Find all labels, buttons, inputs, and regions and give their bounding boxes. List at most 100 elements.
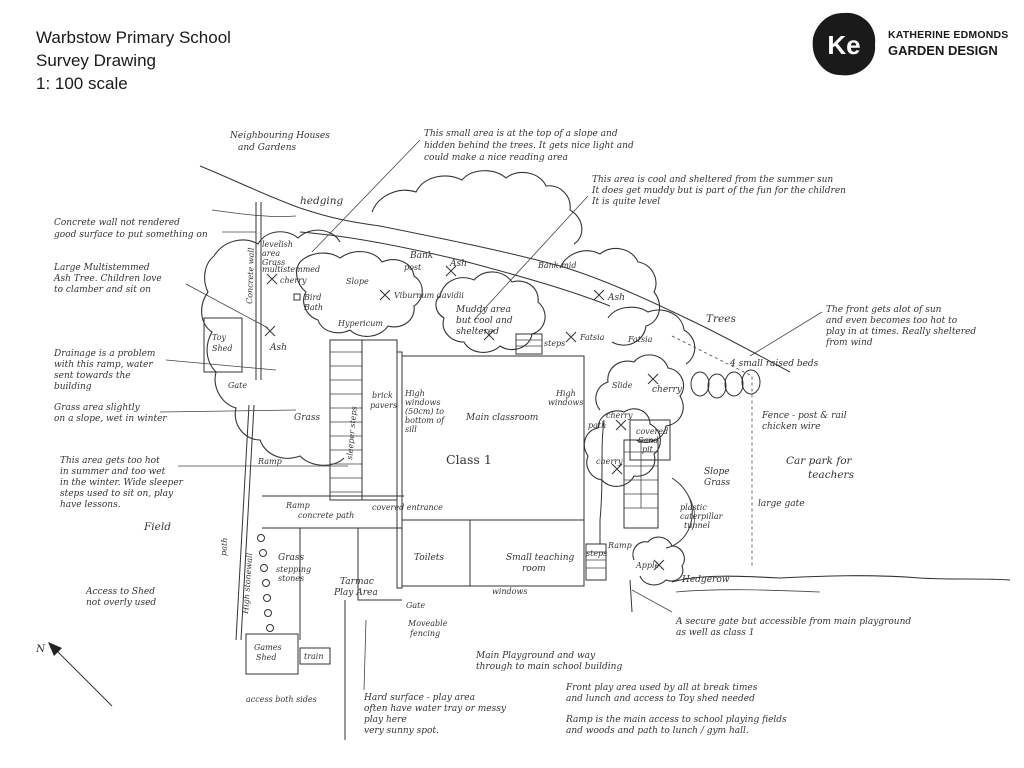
leader-lines [159, 139, 823, 691]
label-grass-lower: Grass [278, 553, 304, 563]
label-brick-1: brick [372, 391, 393, 400]
label-brick-2: pavers [370, 401, 397, 410]
label-hot-area-4: steps used to sit on, play [60, 489, 174, 499]
tree-marker-fatsia [565, 331, 577, 343]
label-car-park-2: teachers [808, 469, 855, 481]
label-shed-access-2: not overly used [86, 598, 156, 608]
label-cool-note-1: This area is cool and sheltered from the… [592, 175, 833, 185]
label-levelish-1: levelish [262, 240, 293, 249]
annotation-text: Neighbouring Houses and Gardens hedging … [53, 129, 976, 736]
label-small-teaching-1: Small teaching [506, 553, 575, 563]
tree-marker-cherry [266, 273, 278, 285]
concrete-path [262, 495, 404, 529]
tree-marker-cherry-upper [647, 373, 659, 385]
label-fence-1: Fence - post & rail [761, 411, 847, 421]
label-toy-1: Toy [212, 333, 227, 342]
label-top-note-1: This small area is at the top of a slope… [424, 129, 618, 139]
label-toy-2: Shed [212, 344, 233, 353]
label-ramp-access-1: Ramp is the main access to school playin… [565, 715, 787, 725]
label-steps-top: steps [544, 339, 565, 348]
tree-canopy-levelish [296, 251, 423, 337]
tree-canopy-cherry-lower [583, 408, 661, 487]
train [299, 647, 331, 665]
raised-bed-1 [690, 371, 710, 397]
label-top-note-2: hidden behind the trees. It gets nice li… [424, 141, 634, 151]
tarmac-edges [299, 528, 402, 640]
label-apple: Apple [635, 561, 660, 570]
hedging-line [211, 209, 297, 217]
label-slide: Slide [612, 381, 633, 390]
label-neighbouring-1: Neighbouring Houses [229, 131, 330, 141]
label-main-playground-2: through to main school building [476, 662, 622, 672]
label-high-windows-right-1: High [555, 389, 576, 398]
label-covered-sand-2: Sand [638, 436, 659, 445]
tree-apple [632, 536, 685, 586]
label-drainage-4: building [54, 382, 92, 392]
toy-shed [203, 317, 243, 373]
logo-name-line1: KATHERINE EDMONDS [888, 29, 1009, 41]
logo-monogram: Ke [827, 30, 860, 60]
label-cool-note-2: It does get muddy but is part of the fun… [591, 186, 846, 196]
label-path-left: path [219, 537, 229, 556]
label-games-2: Shed [256, 653, 277, 662]
sleeper-step-lines [330, 351, 362, 493]
label-caterpillar-1: plastic [680, 503, 707, 512]
label-post: post [404, 263, 422, 272]
label-wall-note-2: good surface to put something on [54, 230, 208, 240]
compass-label: N [35, 643, 46, 655]
tree-canopy-cherry-upper [595, 354, 685, 443]
logo-name-line2: GARDEN DESIGN [888, 43, 998, 58]
label-car-park-1: Car park for [786, 455, 853, 467]
label-high-windows-left-4: bottom of [405, 416, 446, 425]
label-moveable-1: Moveable [407, 619, 448, 628]
stepping-stone [257, 534, 265, 542]
label-gate-lower: Gate [406, 601, 425, 610]
bank-line [299, 231, 611, 307]
bird-bath-marker [293, 293, 301, 301]
label-front-play-1: Front play area used by all at break tim… [565, 683, 758, 693]
tree-canopy-west [201, 255, 345, 466]
stepping-stone [262, 579, 270, 587]
label-large-gate: large gate [758, 499, 805, 509]
label-hot-area-3: in the winter. Wide sleeper [60, 478, 184, 488]
drawing-subtitle: Survey Drawing [36, 51, 156, 70]
label-main-playground-1: Main Playground and way [475, 651, 596, 661]
label-multistem-1: multistemmed [262, 265, 320, 274]
label-moveable-2: fencing [409, 629, 440, 638]
label-path-right: path [588, 421, 606, 430]
drawing-scale: 1: 100 scale [36, 74, 128, 93]
hedgerow-line-inner [675, 589, 821, 593]
label-tarmac-2: Play Area [333, 588, 378, 598]
label-ash-b: Ash [607, 293, 625, 303]
label-hard-surface-4: very sunny spot. [364, 726, 439, 736]
label-top-note-3: could make a nice reading area [424, 153, 568, 163]
concrete-wall [255, 202, 262, 380]
label-hard-surface-2: often have water tray or messy [364, 704, 507, 714]
compass-north-arrow: N [35, 642, 113, 707]
tree-marker-viburnum [379, 289, 391, 301]
path-right [599, 419, 605, 544]
label-slope-grass-1: Slope [704, 467, 730, 477]
label-hedging: hedging [300, 195, 344, 207]
label-high-windows-left-1: High [404, 389, 425, 398]
label-caterpillar-2: caterpillar [680, 512, 724, 521]
label-hypericum: Hypericum [337, 319, 383, 328]
label-secure-gate-1: A secure gate but accessible from main p… [675, 617, 911, 627]
label-train: train [304, 652, 324, 661]
label-class-1: Class 1 [446, 452, 492, 467]
label-cherry-1: cherry [652, 385, 683, 395]
label-ramp-left: Ramp [257, 457, 282, 466]
label-drainage-2: with this ramp, water [54, 360, 153, 370]
stepping-stone [266, 624, 274, 632]
label-cherry-3: cherry [596, 457, 623, 466]
label-ash-a: Ash [449, 259, 467, 269]
label-ramp-access-2: and woods and path to lunch / gym hall. [566, 726, 749, 736]
label-front-play-2: and lunch and access to Toy shed needed [566, 694, 755, 704]
label-concrete-wall: Concrete wall [245, 247, 256, 304]
steps-top-lines [516, 339, 542, 347]
label-high-stonewall: High stonewall [241, 552, 254, 615]
compass-arrowhead [48, 642, 62, 656]
tree-marker-ash [445, 265, 457, 277]
compass-line [55, 649, 113, 707]
